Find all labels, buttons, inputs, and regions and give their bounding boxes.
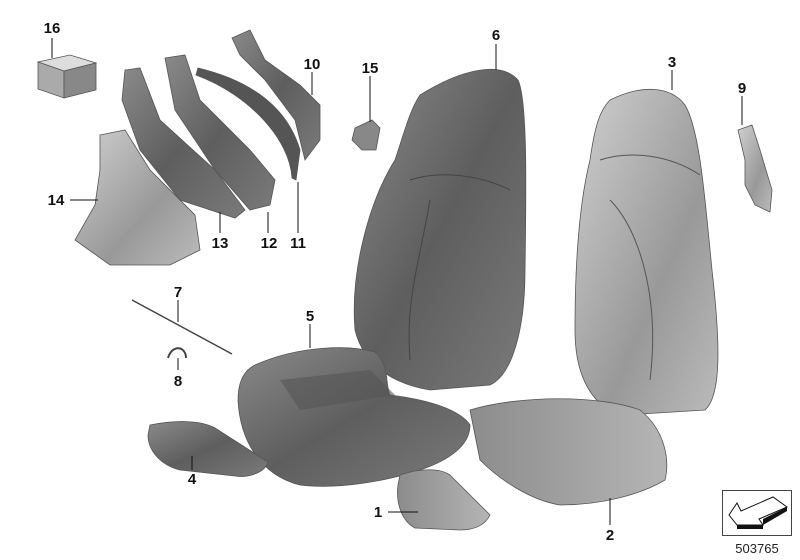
callout-1: 1 xyxy=(374,504,382,521)
part-12-trim-panel[interactable] xyxy=(164,54,276,211)
part-16-box[interactable] xyxy=(36,54,98,99)
callout-2: 2 xyxy=(606,527,614,544)
arrow-down-left-icon[interactable] xyxy=(722,490,792,536)
part-2-seat-foam[interactable] xyxy=(469,398,668,506)
callout-14: 14 xyxy=(48,192,65,209)
part-14-bracket[interactable] xyxy=(74,129,201,266)
callout-9: 9 xyxy=(738,80,746,97)
part-6-backrest[interactable] xyxy=(353,68,527,391)
callout-11: 11 xyxy=(290,235,306,252)
part-15-clip[interactable] xyxy=(351,119,381,151)
callout-4: 4 xyxy=(188,471,197,488)
part-9-bracket[interactable] xyxy=(737,124,773,213)
part-11-strip[interactable] xyxy=(195,67,301,181)
part-10-trim[interactable] xyxy=(231,29,321,161)
part-3-backrest-frame[interactable] xyxy=(574,88,719,416)
leader-lines xyxy=(51,38,743,525)
callout-6: 6 xyxy=(492,27,500,44)
part-8-clip[interactable] xyxy=(167,347,187,359)
callout-3: 3 xyxy=(668,54,676,71)
part-7-cable[interactable] xyxy=(131,299,233,355)
callout-7: 7 xyxy=(174,284,182,301)
callout-8: 8 xyxy=(174,373,182,390)
callout-13: 13 xyxy=(212,235,229,252)
callout-16: 16 xyxy=(44,20,61,37)
callout-15: 15 xyxy=(362,60,379,77)
part-13-trim-panel[interactable] xyxy=(121,67,246,219)
catalog-number: 503765 xyxy=(735,541,779,556)
part-4-pad[interactable] xyxy=(147,421,269,477)
callout-12: 12 xyxy=(261,235,278,252)
callout-5: 5 xyxy=(306,308,314,325)
callout-10: 10 xyxy=(304,56,321,73)
part-1-pad[interactable] xyxy=(397,469,491,531)
arrow-down-left-glyph xyxy=(728,496,789,529)
